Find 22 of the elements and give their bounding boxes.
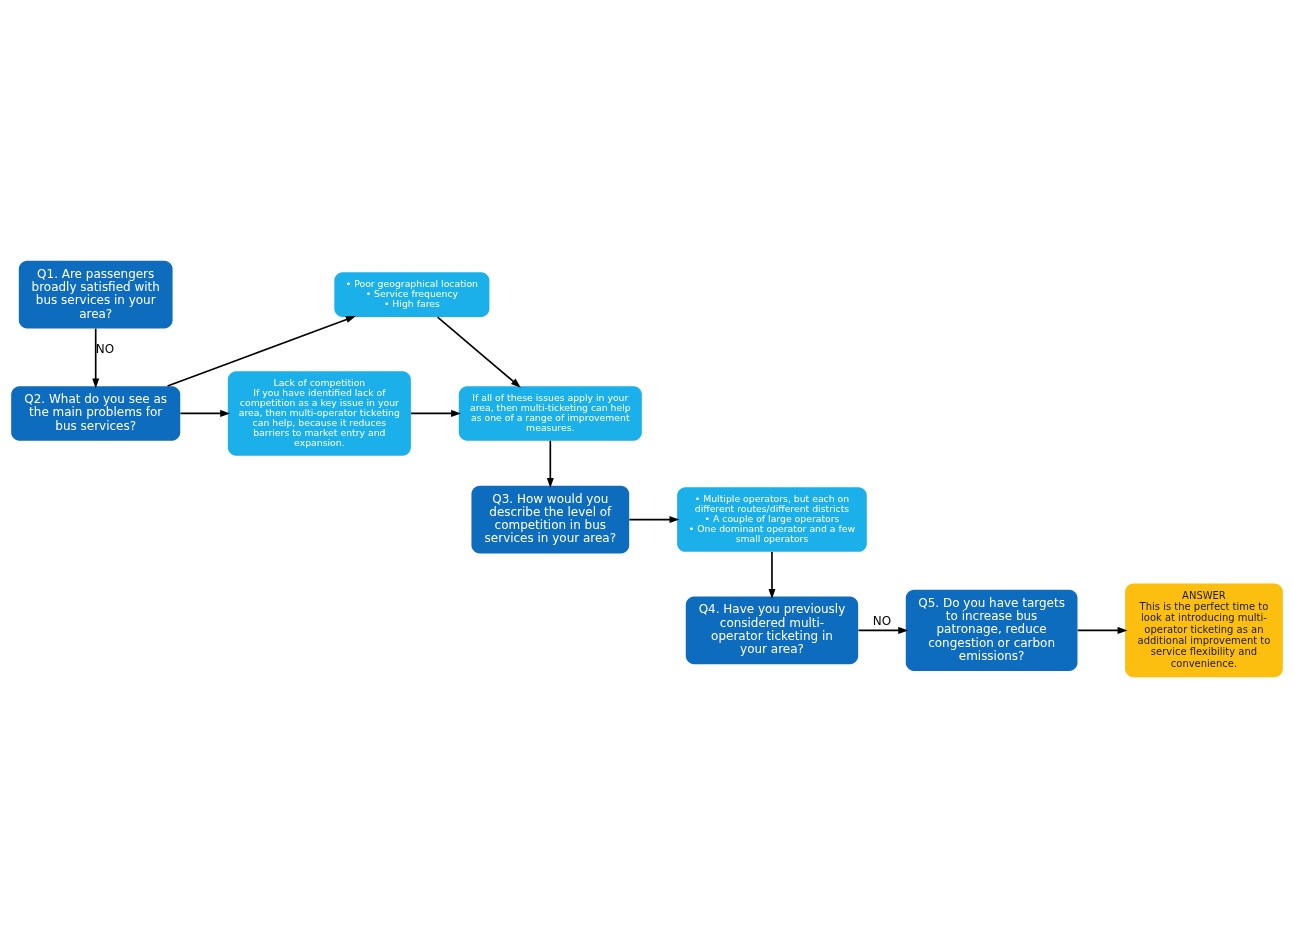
node-box: • Poor geographical location • Service frequency • High fares <box>334 272 490 317</box>
edge-label: NO <box>872 613 892 628</box>
node-box: Q4. Have you previously considered multi-operator ticketing in your area? <box>685 596 859 665</box>
node-box: Q3. How would you describe the level of competition in bus services in your area? <box>471 485 630 554</box>
arrow <box>768 551 776 599</box>
arrow <box>92 327 100 389</box>
node-box: • Multiple operators, but each on different routes/different districts • A couple of large operators • One dominant operator and a few small operators <box>677 487 867 552</box>
node-box: ANSWER This is the perfect time to look at introducing multi-operator ticketing as an additional improvement to service flexibility and convenience. <box>1125 583 1283 678</box>
arrow <box>857 626 909 634</box>
arrow <box>166 316 356 387</box>
arrow <box>410 409 462 417</box>
node-box: Q1. Are passengers broadly satisfied with bus services in your area? <box>18 260 173 329</box>
node-box: Q2. What do you see as the main problems for bus services? <box>11 386 181 441</box>
arrow <box>179 409 231 417</box>
arrow <box>628 516 680 524</box>
arrow <box>546 440 554 488</box>
node-box: Lack of competition If you have identified lack of competition as a key issue in your area, then multi-operator ticketing can help, because it reduces barriers to market entry and expansion. <box>227 371 411 456</box>
arrow <box>1076 626 1128 634</box>
arrow <box>436 316 521 388</box>
node-box: If all of these issues apply in your area, then multi-ticketing can help as one of a range of improvement measures. <box>458 386 642 441</box>
node-box: Q5. Do you have targets to increase bus patronage, reduce congestion or carbon emissions? <box>905 589 1078 671</box>
edge-label: NO <box>95 341 115 356</box>
